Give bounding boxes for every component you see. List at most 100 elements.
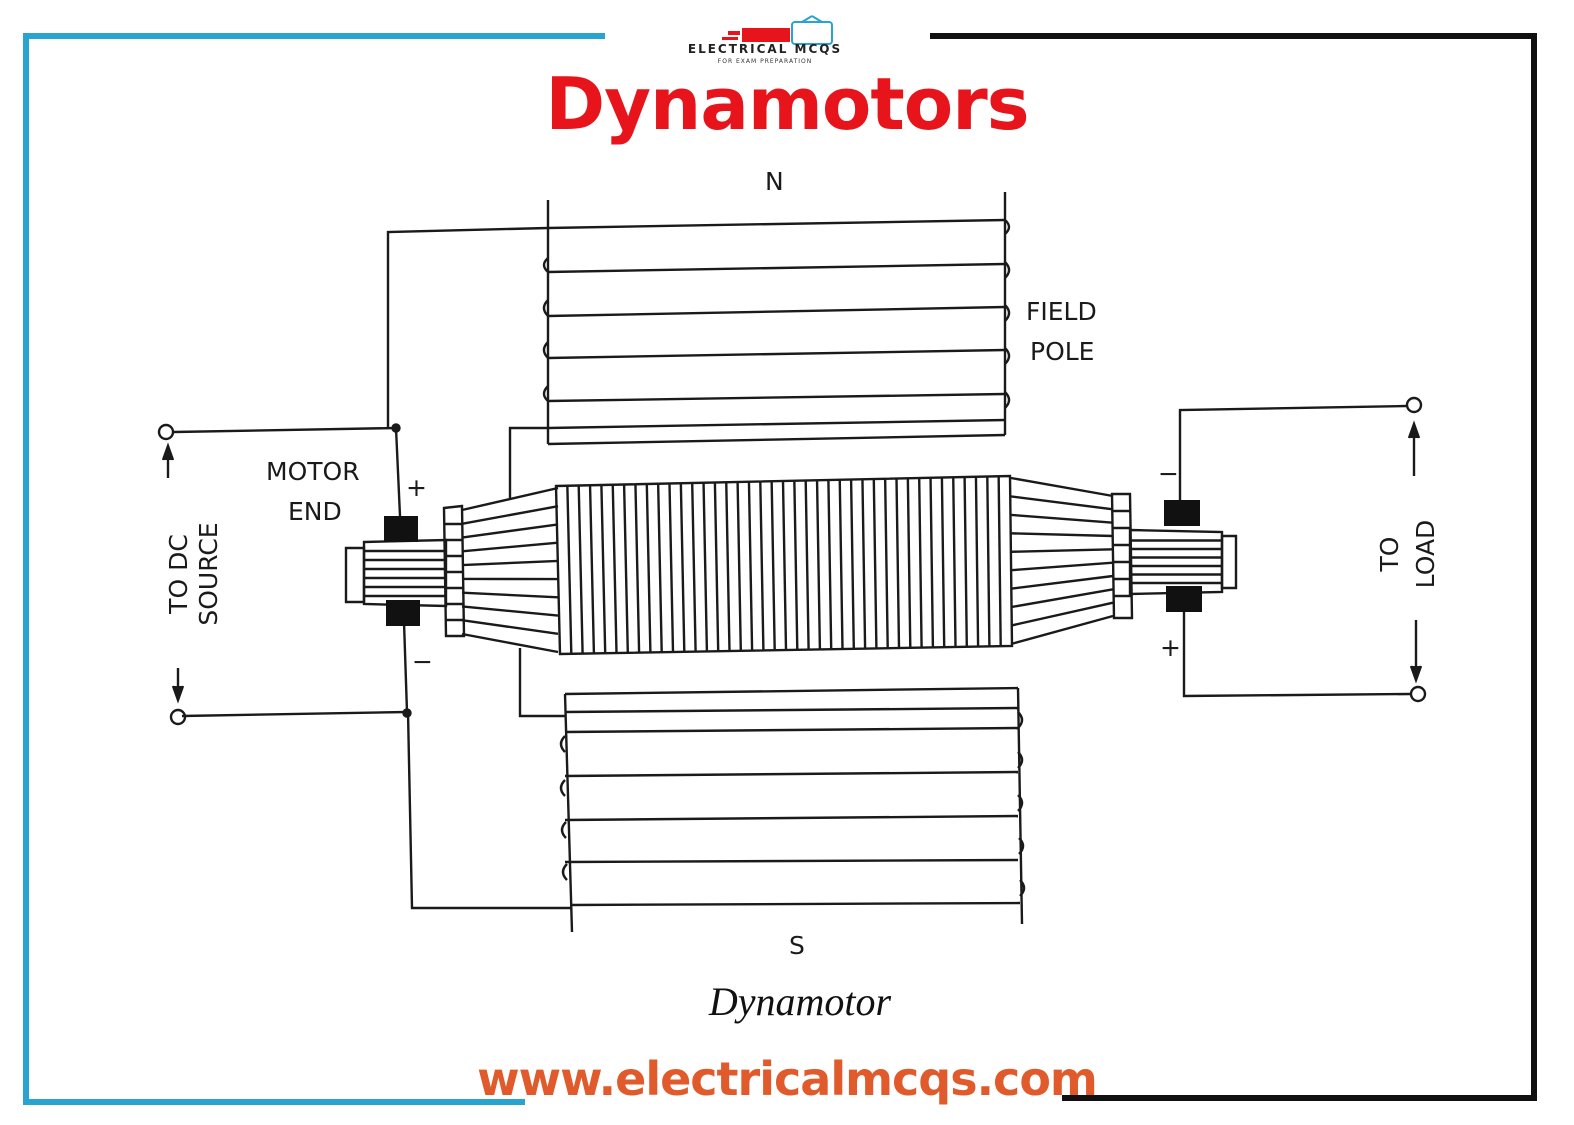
load-label-line2: LOAD (1411, 519, 1440, 589)
armature-bar (952, 477, 957, 648)
motor-minus-sign: − (412, 647, 433, 676)
armature-winding-lead (461, 523, 559, 539)
armature-bar (997, 476, 1002, 647)
armature-winding-lead (1010, 614, 1114, 646)
website-url: www.electricalmcqs.com (477, 1052, 1098, 1106)
armature-bar (634, 484, 641, 653)
armature-winding-lead (1010, 548, 1114, 553)
generator-brush-top (1164, 500, 1200, 526)
circuit (157, 192, 1427, 933)
armature-bar (883, 478, 889, 649)
logo-mark (722, 15, 833, 45)
load-leads (1178, 404, 1411, 698)
armature-winding-lead (461, 605, 559, 617)
junction-dot (391, 423, 401, 433)
armature-bar (940, 477, 946, 648)
generator-plus-sign: + (1160, 633, 1181, 662)
armature-winding-lead (1010, 588, 1114, 609)
armature-core (554, 474, 1014, 656)
field-wiring (386, 226, 572, 910)
motor-end-label-line1: MOTOR (266, 457, 360, 486)
armature-bar (668, 483, 675, 653)
motor-end-label-line2: END (288, 497, 342, 526)
shaft-left (344, 538, 448, 608)
motor-plus-sign: + (406, 473, 427, 502)
armature-winding-lead (1010, 513, 1114, 524)
load-label-line1: TO (1375, 536, 1404, 572)
armature-bar (577, 485, 584, 654)
armature-bar (725, 482, 731, 652)
armature-winding-lead (461, 632, 559, 654)
armature-bar (986, 476, 991, 647)
armature-bar (759, 481, 765, 651)
north-pole-label: N (765, 167, 784, 196)
armature-bar (872, 478, 878, 649)
shaft-right (1128, 528, 1238, 596)
armature-bar (929, 477, 935, 648)
armature-winding-lead (1010, 476, 1114, 498)
dc-source-label-line2: SOURCE (194, 522, 223, 626)
armature-bar (600, 484, 607, 654)
armature-bar (611, 484, 618, 654)
field-pole-south (559, 686, 1026, 933)
armature-bar (849, 479, 855, 649)
arrows (161, 420, 1423, 704)
armature-bar (906, 478, 912, 648)
armature-winding-lead (461, 591, 559, 599)
armature-bar (895, 478, 901, 649)
armature-bar (656, 483, 663, 653)
field-pole-north (542, 192, 1011, 446)
armature-bar (827, 479, 833, 650)
armature-winding-lead (1010, 561, 1114, 572)
armature-winding-lead (1010, 574, 1114, 590)
field-pole-label-line1: FIELD (1026, 297, 1097, 326)
armature-winding-lead (461, 559, 559, 567)
armature-winding-lead (461, 505, 559, 525)
armature-bar (781, 480, 788, 651)
armature-bar (974, 476, 980, 647)
armature-winding-lead (461, 619, 559, 635)
load-terminal-top (1405, 396, 1423, 414)
armature-bar (679, 483, 686, 652)
armature-bar (588, 485, 596, 654)
generator-commutator (1010, 476, 1134, 646)
load-terminal-bottom (1409, 685, 1427, 703)
dc-source-terminal-bottom (169, 708, 187, 726)
motor-brush-top (384, 516, 418, 542)
armature-bar (702, 482, 709, 652)
armature-bar (804, 480, 810, 650)
dc-source-terminal-top (157, 423, 175, 441)
junction-dot (402, 708, 412, 718)
armature-bar (622, 484, 629, 653)
brushes (384, 500, 1202, 626)
motor-commutator (442, 486, 559, 654)
armature-bar (815, 480, 822, 650)
armature-winding-lead (1010, 532, 1114, 538)
armature-bar (747, 481, 754, 651)
armature-winding-lead (461, 486, 559, 512)
armature-winding-lead (1010, 495, 1114, 511)
armature-bar (963, 476, 968, 647)
armature-bar (770, 481, 776, 651)
logo-text: ELECTRICAL MCQS (687, 42, 843, 56)
armature-bar (713, 482, 720, 652)
logo: ELECTRICAL MCQS FOR EXAM PREPARATION (610, 14, 920, 65)
armature-bar (691, 482, 697, 652)
generator-brush-bottom (1166, 586, 1202, 612)
armature-winding-lead (1010, 601, 1114, 627)
armature-bar (793, 480, 799, 650)
page-title: Dynamotors (545, 62, 1029, 146)
south-pole-label: S (789, 931, 805, 960)
armature-bar (918, 477, 923, 648)
armature-bar (736, 481, 742, 651)
armature-bar (645, 483, 652, 653)
armature-bars (566, 476, 1002, 654)
motor-brush-bottom (386, 600, 420, 626)
armature-winding-lead (461, 541, 559, 553)
generator-minus-sign: − (1158, 459, 1179, 488)
dc-source-leads (173, 426, 409, 718)
frame-right-border (930, 33, 1537, 1101)
frame (23, 33, 1537, 1105)
